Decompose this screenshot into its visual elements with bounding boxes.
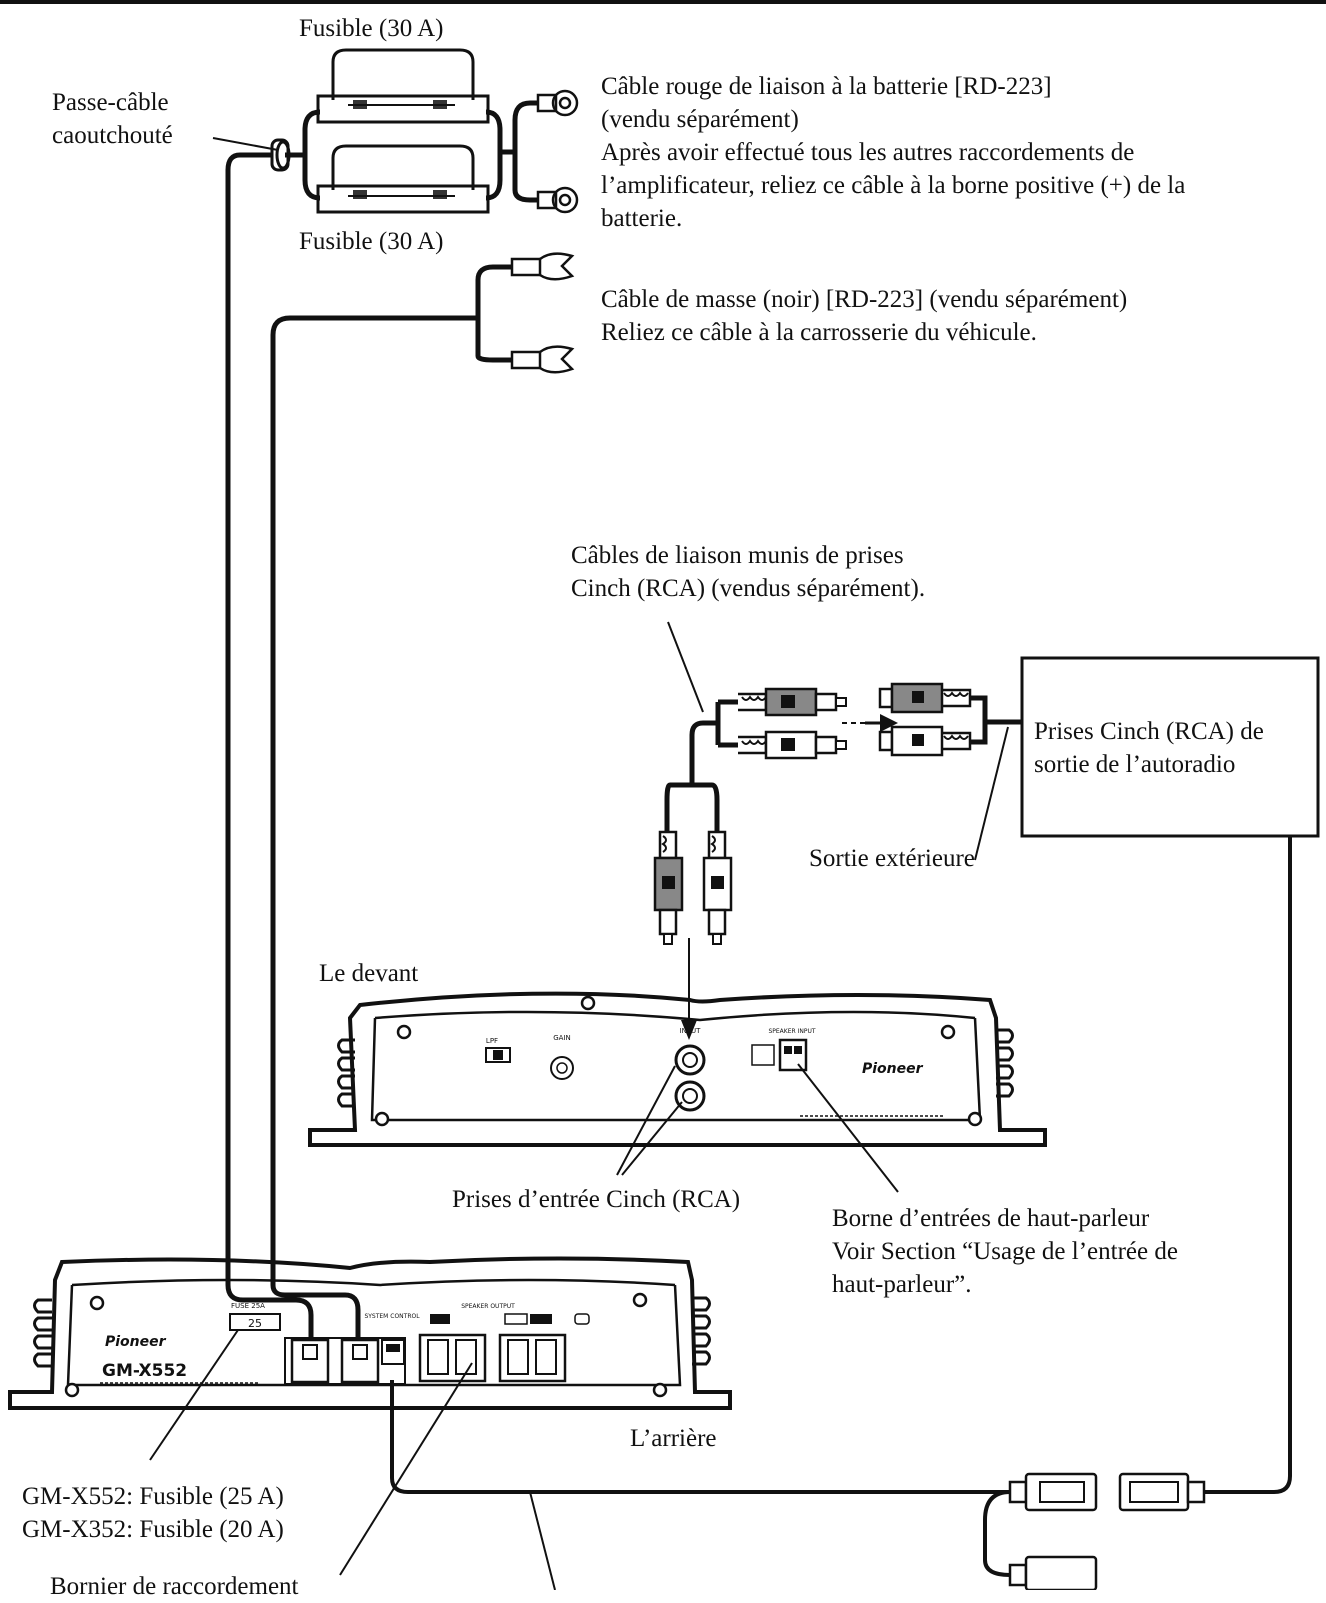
front-input-text: INPUT — [680, 1027, 702, 1035]
ext-out-label: Sortie extérieure — [809, 845, 975, 872]
system-control-connectors — [983, 1472, 1206, 1590]
rear-label: L’arrière — [630, 1425, 717, 1452]
amplifier-front: LPF GAIN INPUT SPEAKER INPUT Pioneer — [308, 991, 1047, 1193]
speaker-input-label-2: Voir Section “Usage de l’entrée de — [832, 1238, 1178, 1265]
top-border — [0, 0, 1326, 4]
grommet-label-line2: caoutchouté — [52, 122, 173, 149]
ground-cable-label-2: Reliez ce câble à la carrosserie du véhi… — [601, 319, 1037, 346]
rca-cable-label-2: Cinch (RCA) (vendus séparément). — [571, 575, 926, 602]
front-lpf-text: LPF — [486, 1037, 498, 1045]
speaker-input-label-3: haut-parleur”. — [832, 1271, 972, 1298]
head-unit-label-1: Prises Cinch (RCA) de — [1034, 718, 1264, 745]
battery-cable-label-5: batterie. — [601, 205, 683, 232]
ground-cable-label-1: Câble de masse (noir) [RD-223] (vendu sé… — [601, 286, 1128, 313]
fuse-top-label: Fusible (30 A) — [299, 15, 444, 42]
battery-cable-label-4: l’amplificateur, reliez ce câble à la bo… — [601, 172, 1186, 199]
front-speaker-input-text: SPEAKER INPUT — [768, 1028, 815, 1035]
battery-cable-label-3: Après avoir effectué tous les autres rac… — [601, 139, 1135, 166]
system-control-cable — [1205, 836, 1292, 1494]
rear-system-control-text: SYSTEM CONTROL — [364, 1313, 420, 1320]
front-brand-logo: Pioneer — [862, 1061, 924, 1077]
amplifier-rear: FUSE 25A 25 Pioneer GM-X552 SYSTEM CONTR… — [8, 1256, 732, 1576]
ground-cable — [270, 252, 575, 1340]
fuse-holders — [302, 48, 579, 214]
rubber-grommet — [212, 137, 314, 1340]
fuse-x352-label: GM-X352: Fusible (20 A) — [22, 1516, 284, 1543]
rca-plug-white — [702, 830, 733, 945]
rear-speaker-output-text: SPEAKER OUTPUT — [461, 1303, 515, 1310]
rear-fuse-slot-text: FUSE 25A — [231, 1302, 265, 1310]
rear-model-text: GM-X552 — [102, 1361, 187, 1381]
battery-cable-label-1: Câble rouge de liaison à la batterie [RD… — [601, 73, 1052, 100]
front-gain-text: GAIN — [553, 1034, 571, 1042]
bottom-cut-label: Bornier de raccordement — [50, 1573, 299, 1600]
battery-cable-label-2: (vendu séparément) — [601, 106, 799, 133]
rca-input-label: Prises d’entrée Cinch (RCA) — [452, 1186, 741, 1213]
rca-plug-grey — [653, 830, 684, 945]
rear-fuse-value-text: 25 — [248, 1317, 262, 1330]
fuse-x552-label: GM-X552: Fusible (25 A) — [22, 1483, 284, 1510]
rca-cable-assembly — [653, 621, 1022, 1040]
front-label: Le devant — [319, 960, 419, 987]
grommet-label-line1: Passe-câble — [52, 89, 169, 116]
head-unit-label-2: sortie de l’autoradio — [1034, 751, 1236, 778]
rca-cable-label-1: Câbles de liaison munis de prises — [571, 542, 904, 569]
speaker-input-label-1: Borne d’entrées de haut-parleur — [832, 1205, 1150, 1232]
fuse-bottom-label: Fusible (30 A) — [299, 228, 444, 255]
rear-brand-logo: Pioneer — [105, 1334, 167, 1350]
head-unit-box — [1020, 656, 1320, 838]
